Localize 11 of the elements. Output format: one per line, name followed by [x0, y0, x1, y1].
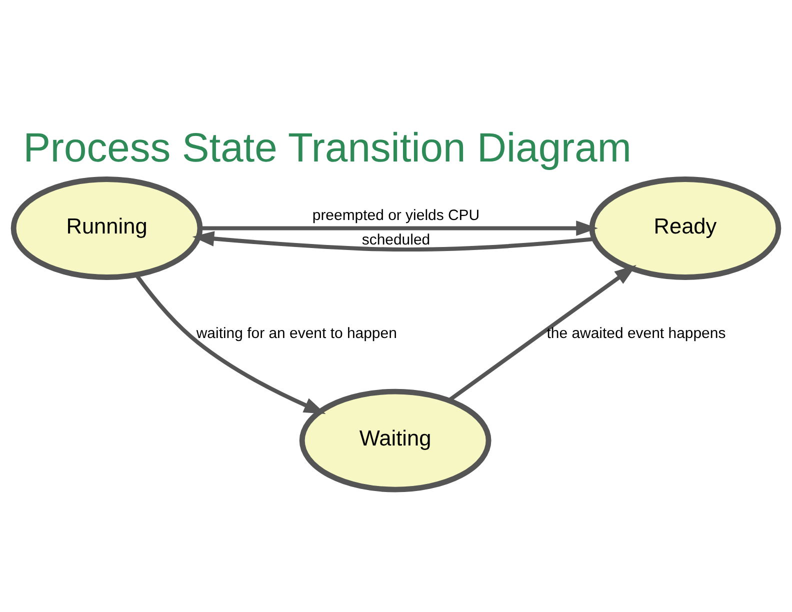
edge-label: waiting for an event to happen — [196, 324, 397, 342]
diagram-title: Process State Transition Diagram — [23, 124, 632, 170]
node-ellipse: Ready — [589, 176, 782, 280]
arrow — [448, 264, 636, 402]
arrow — [192, 230, 594, 251]
node-ellipse: Running — [10, 176, 203, 280]
node-ellipse: Waiting — [299, 388, 492, 492]
edge-label: preempted or yields CPU — [312, 206, 480, 224]
arrow — [200, 220, 598, 236]
edge-label: the awaited event happens — [546, 324, 726, 342]
edge-label: scheduled — [362, 230, 430, 248]
